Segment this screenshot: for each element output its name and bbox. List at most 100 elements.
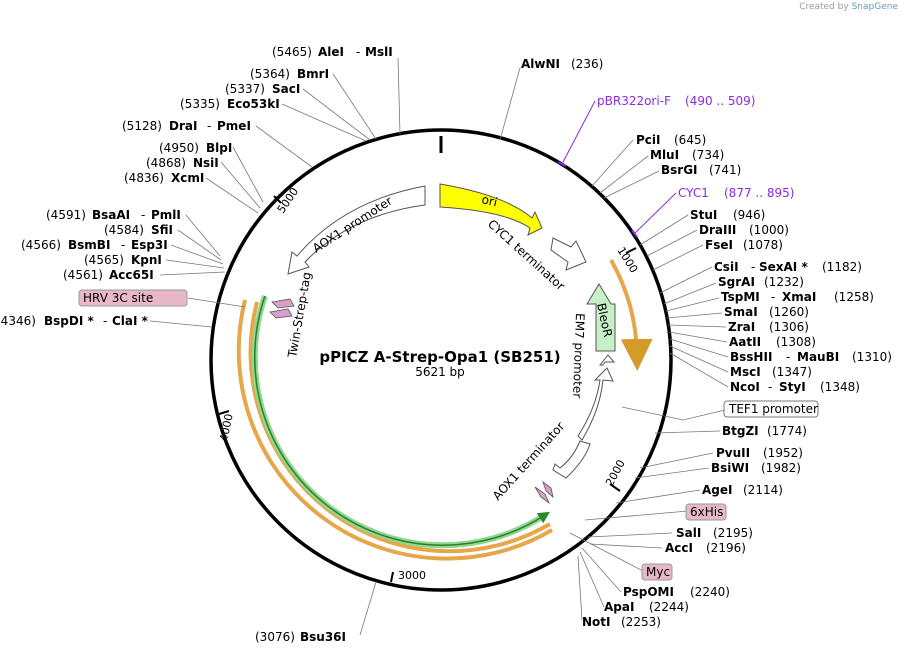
feature-ori[interactable] <box>439 183 543 236</box>
site-sfii[interactable]: SfiI <box>151 223 173 237</box>
site-drai-sep: - <box>207 119 211 133</box>
site-smai[interactable]: SmaI <box>724 305 758 319</box>
backbone-outer <box>209 128 673 592</box>
tick-label-2000: 2000 <box>603 458 628 489</box>
site-csii-pos: (1182) <box>822 260 862 274</box>
site-tspmi[interactable]: TspMI <box>721 290 760 304</box>
leader-xcmi <box>205 177 259 214</box>
site-esp3i[interactable]: Esp3I <box>131 238 168 252</box>
site-alei[interactable]: AleI <box>318 45 344 59</box>
site-msci-pos: (1347) <box>772 365 812 379</box>
site-kpni[interactable]: KpnI <box>131 253 162 267</box>
primer-pbr322ori-f-name[interactable]: pBR322ori-F <box>597 94 671 108</box>
site-sexai[interactable]: SexAI * <box>759 260 808 274</box>
primer-pbr322ori-f-leader <box>561 100 596 165</box>
leader-myc <box>569 532 644 572</box>
leader-ncoi <box>669 352 729 388</box>
site-maubi[interactable]: MauBI <box>797 350 839 364</box>
primer-cyc1-name[interactable]: CYC1 <box>678 186 709 200</box>
site-blpi-pos: (4950) <box>159 141 199 155</box>
leader-bsmbi <box>170 244 224 265</box>
site-bspdi[interactable]: BspDI * <box>44 314 94 328</box>
site-acci[interactable]: AccI <box>665 541 693 555</box>
feature-label-6xhis[interactable]: 6xHis <box>690 505 723 519</box>
site-bsrgi[interactable]: BsrGI <box>661 163 698 177</box>
site-bmri[interactable]: BmrI <box>297 67 329 81</box>
leader-alei <box>397 57 401 135</box>
site-pspomi[interactable]: PspOMI <box>623 585 674 599</box>
feature-twin-strep-tag[interactable] <box>269 298 295 319</box>
site-mlui-pos: (734) <box>692 148 724 162</box>
site-pcii[interactable]: PciI <box>636 133 661 147</box>
feature-em7-promoter[interactable] <box>598 354 616 366</box>
feature-bleor[interactable] <box>586 283 616 352</box>
site-blpi[interactable]: BlpI <box>206 141 232 155</box>
site-ncoi-pos: (1348) <box>820 380 860 394</box>
site-noti-pos: (2253) <box>621 615 661 629</box>
leader-noti <box>577 555 583 621</box>
site-draiii[interactable]: DraIII <box>699 223 736 237</box>
site-acc65i[interactable]: Acc65I <box>109 268 154 282</box>
site-alwni[interactable]: AlwNI <box>521 57 560 71</box>
watermark-prefix: Created by <box>799 2 849 12</box>
site-noti[interactable]: NotI <box>582 615 611 629</box>
site-bsu36i-pos: (3076) <box>255 630 295 644</box>
site-stui[interactable]: StuI <box>690 208 717 222</box>
site-zrai-pos: (1306) <box>769 320 809 334</box>
site-fsei-pos: (1078) <box>743 238 783 252</box>
feature-label-myc[interactable]: Myc <box>646 565 670 579</box>
site-xcmi[interactable]: XcmI <box>171 171 204 185</box>
leader-csii <box>659 266 713 294</box>
feature-6xhis-mark <box>534 486 550 505</box>
site-nsii[interactable]: NsiI <box>193 156 219 170</box>
feature-label-tef1-promoter[interactable]: TEF1 promoter <box>728 402 818 416</box>
site-clai[interactable]: ClaI * <box>112 314 149 328</box>
site-eco53ki[interactable]: Eco53kI <box>227 97 280 111</box>
site-zrai[interactable]: ZraI <box>728 320 755 334</box>
site-bsaai-pos: (4591) <box>46 208 86 222</box>
site-pvuii[interactable]: PvuII <box>716 446 750 460</box>
site-agei[interactable]: AgeI <box>702 483 732 497</box>
feature-cyc1-terminator[interactable] <box>550 237 587 271</box>
site-styi[interactable]: StyI <box>779 380 806 394</box>
site-bsshii[interactable]: BssHII <box>730 350 772 364</box>
site-bsaai[interactable]: BsaAI <box>92 208 130 222</box>
leader-bsu36i <box>359 581 377 636</box>
site-ncoi-sep: - <box>768 380 772 394</box>
site-msci[interactable]: MscI <box>730 365 761 379</box>
site-sgrai[interactable]: SgrAI <box>718 275 755 289</box>
leader-apai <box>579 551 605 608</box>
site-fsei[interactable]: FseI <box>705 238 733 252</box>
site-bsu36i[interactable]: Bsu36I <box>300 630 346 644</box>
feature-label-hrv-3c-site[interactable]: HRV 3C site <box>83 291 153 305</box>
tick-marks <box>218 195 637 583</box>
site-btgzi-pos: (1774) <box>767 424 807 438</box>
leader-sgrai <box>663 282 717 305</box>
site-msli[interactable]: MslI <box>365 45 393 59</box>
site-xmai[interactable]: XmaI <box>782 290 816 304</box>
orf-arc-orange-inner <box>236 299 554 561</box>
leader-bsshii <box>669 338 729 358</box>
tick-mark-3000 <box>390 571 394 583</box>
site-pmei[interactable]: PmeI <box>217 119 251 133</box>
site-ncoi[interactable]: NcoI <box>730 380 760 394</box>
site-saci[interactable]: SacI <box>272 82 300 96</box>
site-sali-pos: (2195) <box>713 526 753 540</box>
feature-aox1-promoter[interactable] <box>287 185 426 275</box>
site-aatii[interactable]: AatII <box>729 335 761 349</box>
site-apai[interactable]: ApaI <box>604 600 634 614</box>
site-sali[interactable]: SalI <box>676 526 701 540</box>
leader-tef1 <box>621 406 726 421</box>
site-drai[interactable]: DraI <box>169 119 197 133</box>
site-draiii-pos: (1000) <box>749 223 789 237</box>
site-sgrai-pos: (1232) <box>764 275 804 289</box>
site-pmli[interactable]: PmlI <box>151 208 181 222</box>
site-csii[interactable]: CsiI <box>714 260 739 274</box>
site-smai-pos: (1260) <box>769 305 809 319</box>
site-bsiwi[interactable]: BsiWI <box>711 461 749 475</box>
site-btgzi[interactable]: BtgZI <box>722 424 759 438</box>
site-stui-pos: (946) <box>733 208 765 222</box>
feature-aox1-terminator[interactable] <box>577 367 614 441</box>
site-bsmbi[interactable]: BsmBI <box>68 238 110 252</box>
site-mlui[interactable]: MluI <box>650 148 679 162</box>
